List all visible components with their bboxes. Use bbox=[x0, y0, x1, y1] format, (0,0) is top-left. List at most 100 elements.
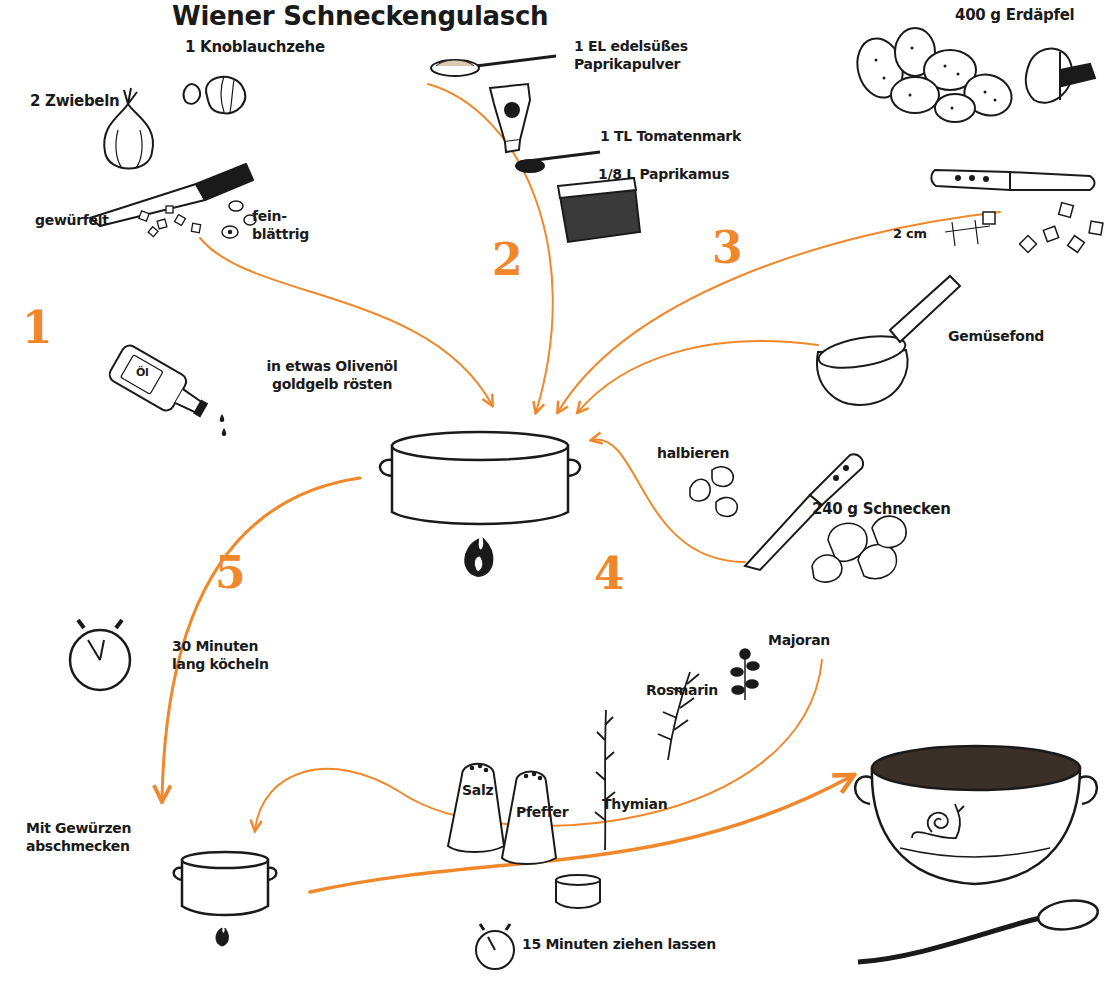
garlic-slices bbox=[222, 201, 256, 238]
soup-spoon-part bbox=[858, 918, 1040, 962]
paprika-spoon bbox=[431, 56, 556, 76]
garlic-slices-part bbox=[229, 201, 243, 211]
thyme-sprig bbox=[595, 710, 615, 850]
potato-spots bbox=[875, 47, 997, 110]
oil-drops bbox=[220, 414, 227, 436]
ingredient-label: 400 g Erdäpfel bbox=[955, 6, 1074, 25]
ingredient-label: 240 g Schnecken bbox=[812, 500, 951, 519]
stopwatch-icon-part bbox=[70, 630, 130, 690]
pepper-shaker-part bbox=[525, 775, 528, 778]
garlic-slices-part bbox=[229, 231, 232, 234]
snail-decoration-part bbox=[955, 804, 964, 812]
potato-spots-part bbox=[994, 99, 997, 102]
garlic-slices-part bbox=[222, 226, 238, 238]
spice-label: Rosmarin bbox=[646, 682, 718, 700]
marjoram-sprig-part bbox=[746, 680, 758, 688]
spice-label: Salz bbox=[462, 782, 493, 800]
flow-arrow bbox=[558, 212, 1000, 412]
salt-shaker-part bbox=[471, 767, 474, 770]
paprika-spoon-part bbox=[431, 60, 479, 76]
tiny-pot bbox=[556, 875, 600, 908]
oil-drops-part bbox=[222, 428, 227, 436]
cooking-pot-part bbox=[392, 432, 568, 460]
snail-pieces-part bbox=[858, 544, 896, 578]
onion-cubes-part bbox=[166, 206, 173, 213]
potato-spots-part bbox=[909, 94, 912, 97]
potato-cubes-part bbox=[983, 212, 995, 224]
salt-shaker-part bbox=[479, 765, 482, 768]
potato-cubes-part bbox=[1068, 236, 1085, 253]
salt-shaker bbox=[448, 764, 504, 852]
ingredient-label: Gemüsefond bbox=[948, 328, 1044, 346]
small-pot-part bbox=[182, 852, 268, 868]
onion-icon-part bbox=[116, 130, 142, 168]
marjoram-sprig-part bbox=[732, 686, 744, 694]
cooking-pot bbox=[380, 432, 580, 524]
flame-icon-part bbox=[465, 540, 492, 576]
step-number: 4 bbox=[594, 552, 624, 596]
onion-cubes-part bbox=[157, 219, 167, 229]
step-number: 3 bbox=[712, 226, 742, 270]
snail-pieces-part bbox=[812, 555, 842, 582]
flow-arrow bbox=[162, 478, 360, 800]
small-stopwatch bbox=[476, 924, 514, 969]
paprika-spoon-part bbox=[476, 56, 556, 66]
goulash-bowl-part bbox=[872, 746, 1080, 790]
garlic-icon bbox=[183, 76, 245, 113]
flow-arrow bbox=[255, 660, 822, 830]
onion-cubes-part bbox=[139, 211, 149, 221]
flow-arrow bbox=[200, 238, 492, 405]
potato-cubes-part bbox=[1020, 236, 1037, 253]
tomato-paste-tube-part bbox=[516, 160, 544, 172]
prep-note: gewürfelt bbox=[35, 212, 109, 230]
snail-pieces-part bbox=[716, 497, 737, 516]
ingredient-label: 1/8 L Paprikamus bbox=[598, 166, 729, 184]
spice-label: Pfeffer bbox=[516, 804, 568, 822]
goulash-bowl bbox=[855, 746, 1097, 884]
peeler-icon-part bbox=[1060, 64, 1095, 86]
potato-spots-part bbox=[875, 59, 878, 62]
onion-cubes-part bbox=[148, 227, 158, 237]
paprika-spoon-part bbox=[436, 60, 474, 66]
prep-note: halbieren bbox=[657, 445, 729, 463]
step-instruction: 15 Minuten ziehen lassen bbox=[522, 936, 716, 954]
step-instruction: 30 Minuten lang köcheln bbox=[172, 638, 282, 673]
potato-knife-part bbox=[984, 177, 988, 181]
stopwatch-icon bbox=[70, 620, 130, 690]
snail-pieces-part bbox=[690, 479, 710, 501]
ingredient-label: 2 Zwiebeln bbox=[30, 92, 119, 111]
flame-icon-part bbox=[474, 556, 482, 572]
onion-icon-part bbox=[104, 104, 153, 169]
stock-pan-part bbox=[816, 331, 908, 374]
dimension-marks-part bbox=[945, 220, 990, 246]
bottle-label: Öl bbox=[136, 366, 149, 380]
potato-knife bbox=[931, 170, 1094, 190]
small-pot-part bbox=[174, 868, 277, 880]
potato-cubes-part bbox=[1059, 203, 1074, 218]
tomato-paste-tube-part bbox=[490, 84, 530, 142]
potato-knife-part bbox=[956, 176, 960, 180]
snail-pieces bbox=[690, 467, 906, 582]
marjoram-sprig-part bbox=[747, 662, 759, 670]
small-pot-part bbox=[216, 928, 228, 946]
snail-pieces-part bbox=[712, 467, 733, 487]
small-pot bbox=[174, 852, 277, 946]
onion-icon-part bbox=[124, 88, 137, 104]
goulash-bowl-part bbox=[900, 848, 1050, 857]
ingredient-label: 1 TL Tomatenmark bbox=[600, 128, 741, 146]
flow-arrow bbox=[310, 776, 852, 892]
potato-spots-part bbox=[883, 77, 886, 80]
snail-knife-part bbox=[834, 476, 838, 480]
potato-knife-part bbox=[931, 170, 1010, 190]
onion-cubes-part bbox=[191, 223, 200, 232]
salt-shaker-part bbox=[485, 769, 488, 772]
prep-note: fein- blättrig bbox=[252, 208, 314, 243]
snail-pieces-part bbox=[872, 516, 906, 547]
stopwatch-icon-part bbox=[78, 620, 122, 628]
soup-spoon bbox=[858, 897, 1100, 962]
step-instruction: Mit Gewürzen abschmecken bbox=[26, 820, 146, 855]
potatoes-icon bbox=[851, 28, 1017, 122]
tomato-paste-tube-part bbox=[505, 140, 520, 152]
ingredient-label: 1 EL edelsüßes Paprikapulver bbox=[574, 38, 714, 73]
